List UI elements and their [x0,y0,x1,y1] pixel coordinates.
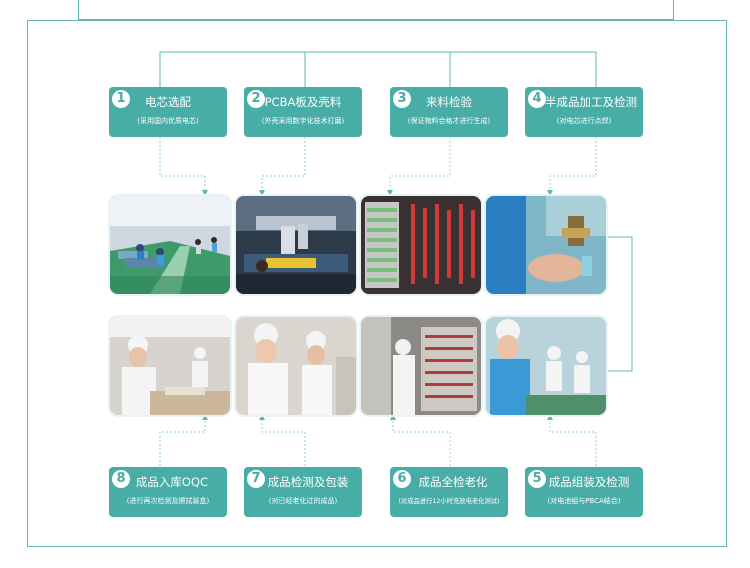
step-subtitle: (对电池组与PBCA结合) [547,497,621,505]
step-number-badge: 6 [393,470,411,488]
outer-frame-top [78,0,674,20]
photo-warehouse-oqc [110,317,230,415]
step-5-box: 5 成品组装及检测 (对电池组与PBCA结合) [525,467,643,517]
outer-frame [27,20,727,547]
step-title: 成品检测及包装 [267,475,349,489]
step-number-badge: 4 [528,90,546,108]
step-3-box: 3 来料检验 (保证物料合格才进行生成) [390,87,508,137]
step-number-badge: 2 [247,90,265,108]
step-subtitle: (对成品进行12小时充放电老化测试) [398,498,500,505]
step-1-box: 1 电芯选配 (采用国内优质电芯) [109,87,227,137]
step-2-box: 2 PCBA板及壳料 (外壳采用数字化技术打磨) [244,87,362,137]
step-title: 来料检验 [426,95,472,109]
photo-testing-packaging [236,317,356,415]
photo-pcba-robot [236,196,356,294]
step-7-box: 7 成品检测及包装 (对已经老化过的成品) [244,467,362,517]
photo-cell-selection-workshop [110,196,230,294]
step-subtitle: (外壳采用数字化技术打磨) [261,117,345,125]
step-title: 半成品加工及检测 [545,95,637,109]
step-6-box: 6 成品全检老化 (对成品进行12小时充放电老化测试) [390,467,508,517]
step-title: 成品组装及检测 [548,475,630,489]
photo-material-inspection-racks [361,196,481,294]
step-number-badge: 8 [112,470,130,488]
step-4-box: 4 半成品加工及检测 (对电芯进行点焊) [525,87,643,137]
step-subtitle: (进行再次检测及擦拭装盒) [126,497,210,505]
step-subtitle: (对电芯进行点焊) [556,117,612,125]
step-number-badge: 3 [393,90,411,108]
photo-assembly-testing [486,317,606,415]
step-title: 成品全检老化 [418,475,488,489]
step-number-badge: 7 [247,470,265,488]
step-number-badge: 5 [528,470,546,488]
photo-spot-welding [486,196,606,294]
step-subtitle: (采用国内优质电芯) [137,117,199,125]
step-subtitle: (对已经老化过的成品) [268,497,338,505]
photo-aging-test [361,317,481,415]
step-subtitle: (保证物料合格才进行生成) [407,117,491,125]
step-number-badge: 1 [112,90,130,108]
step-title: PCBA板及壳料 [264,95,342,109]
step-title: 成品入库OQC [135,475,209,489]
step-title: 电芯选配 [145,95,191,109]
step-8-box: 8 成品入库OQC (进行再次检测及擦拭装盒) [109,467,227,517]
